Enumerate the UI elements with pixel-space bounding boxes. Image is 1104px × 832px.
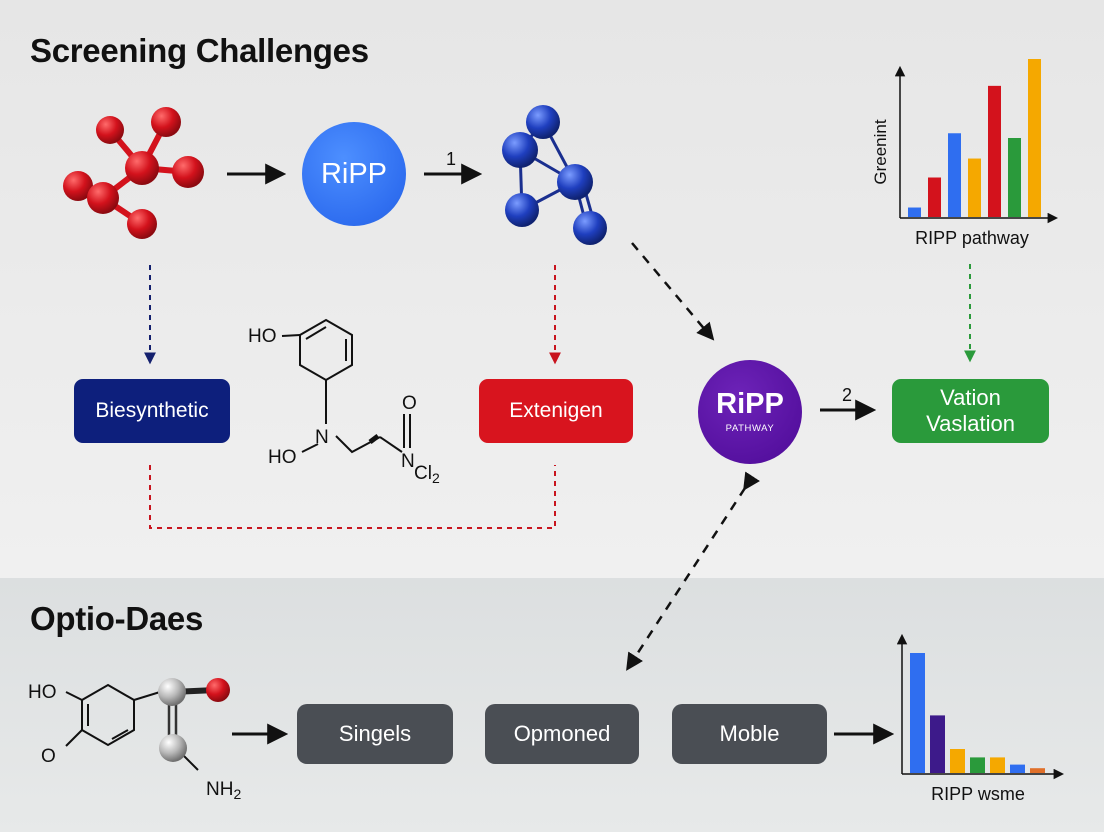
extenigen-label: Extenigen (509, 399, 603, 423)
biosynthetic-label: Biesynthetic (95, 399, 209, 423)
red-molecule-icon (63, 107, 204, 239)
chemical-structure-top: HO N HO O N Cl2 (248, 318, 440, 486)
chart-xlabel: RIPP wsme (931, 784, 1025, 804)
chem-label-n: N (315, 427, 329, 448)
singels-label: Singels (338, 720, 412, 746)
chart-bar (1030, 768, 1045, 773)
chart-bar (908, 207, 921, 217)
extenigen-box: Extenigen (479, 379, 633, 443)
chart-bar (1008, 138, 1021, 217)
moble-label: Moble (719, 720, 780, 746)
blue-molecule-icon (502, 105, 607, 245)
bar-chart-bottom: RIPP wsme (896, 633, 1065, 804)
ripp-label: RiPP (320, 157, 388, 190)
dashed-connector-bottom (149, 465, 556, 529)
singels-box: Singels (297, 704, 453, 764)
chart-bar (950, 749, 965, 773)
dashed-double-arrow (626, 471, 760, 671)
chart-bar (968, 158, 981, 217)
chart-bar (1010, 764, 1025, 773)
dashed-arrow-to-pathway (631, 242, 715, 341)
bar-chart-top: Greenint RIPP pathway (871, 59, 1059, 248)
validation-box: Vation Vaslation (892, 379, 1049, 443)
chart-bar (1028, 59, 1041, 217)
ripp-pathway-label: RiPP (716, 388, 784, 420)
chart-bar (988, 85, 1001, 217)
chart-xlabel: RIPP pathway (915, 228, 1029, 248)
ripp-node: RiPP (302, 122, 406, 226)
chem-label-nh2: NH2 (206, 779, 241, 802)
chart-bar (970, 757, 985, 773)
ripp-pathway-sublabel: PATHWAY (725, 423, 775, 434)
top-panel (0, 0, 1104, 578)
chart-bar (928, 177, 941, 217)
section-title-optio: Optio-Daes (30, 600, 204, 637)
chemical-structure-bottom: HO O NH2 (28, 678, 241, 802)
chem-label-cl2: Cl2 (414, 463, 440, 486)
chem-label-ho: HO (268, 447, 297, 468)
chart-bar (990, 757, 1005, 773)
arrow-label-2: 2 (842, 385, 852, 405)
chem-label-ho: HO (248, 326, 277, 347)
chart-bar (910, 653, 925, 773)
chart-bar (930, 715, 945, 773)
section-title-screening: Screening Challenges (30, 32, 369, 69)
moble-box: Moble (672, 704, 827, 764)
validation-label-line2: Vaslation (926, 411, 1015, 436)
opmoned-label: Opmoned (513, 720, 611, 746)
arrow-label-1: 1 (446, 149, 456, 169)
ripp-pathway-node: RiPP PATHWAY (698, 360, 802, 464)
chart-bar (948, 133, 961, 217)
chart-ylabel: Greenint (871, 119, 890, 184)
chem-label-o: O (41, 746, 56, 767)
opmoned-box: Opmoned (485, 704, 639, 764)
chem-label-n: N (401, 451, 415, 472)
chem-label-ho: HO (28, 682, 57, 703)
chem-label-o: O (402, 393, 417, 414)
biosynthetic-box: Biesynthetic (74, 379, 230, 443)
validation-label-line1: Vation (940, 384, 1001, 410)
